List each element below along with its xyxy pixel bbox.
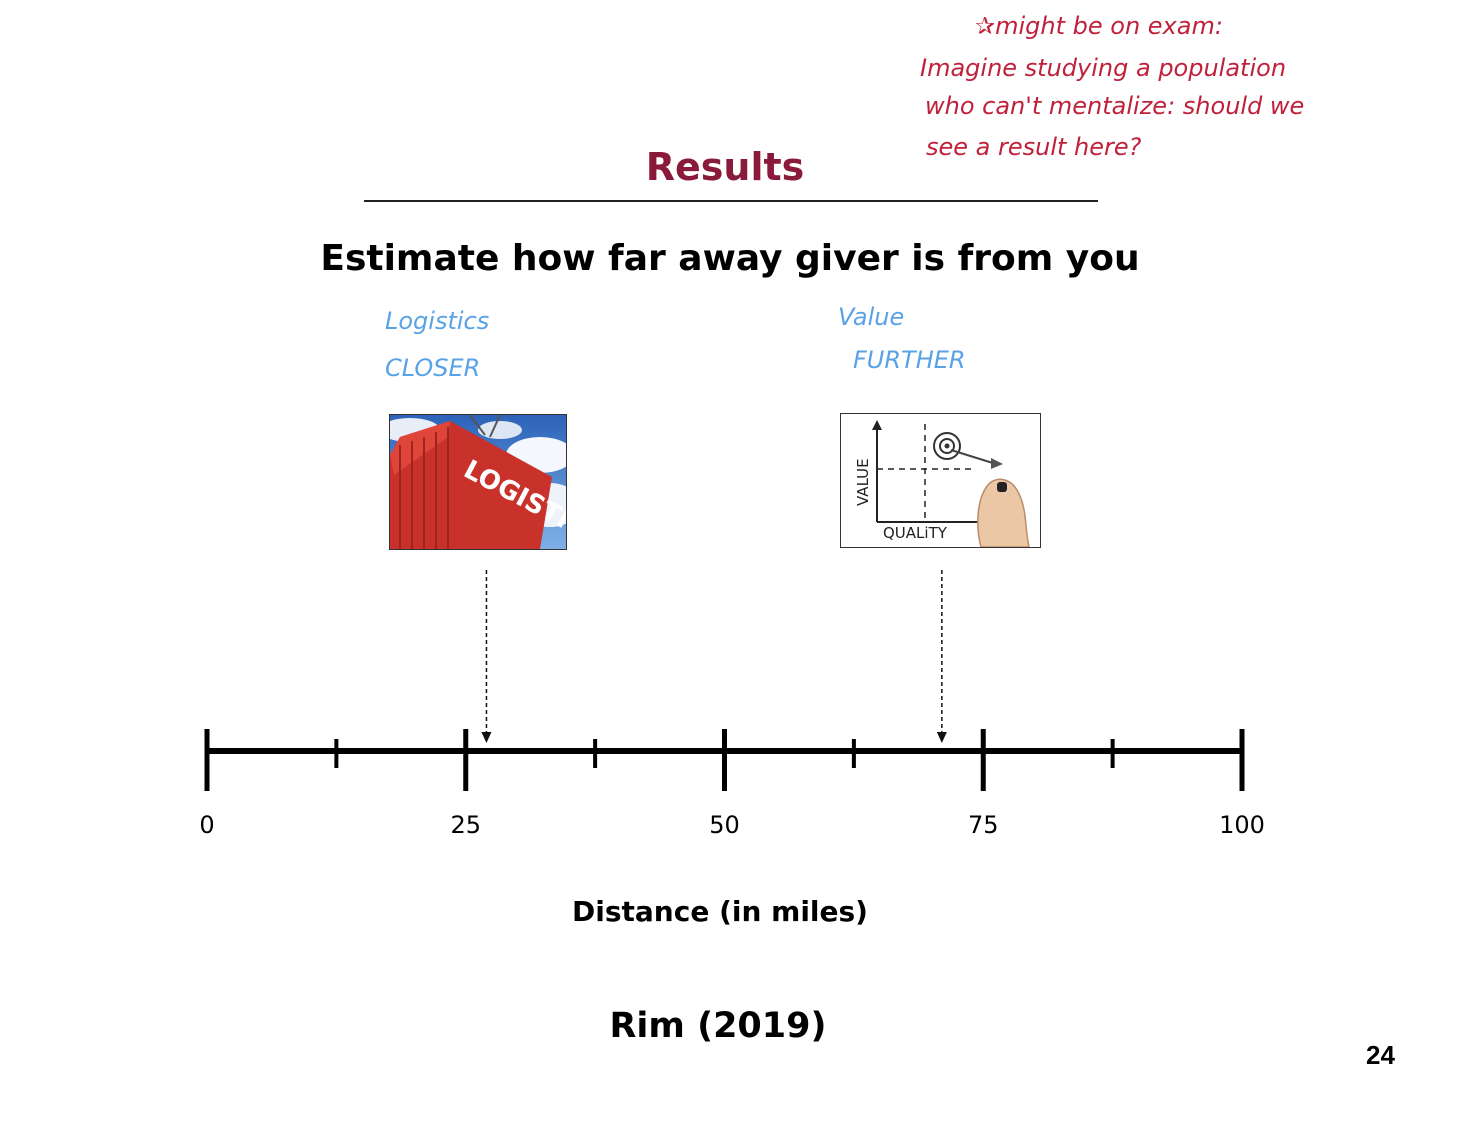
tick-label: 0: [199, 811, 215, 839]
value-quality-chart-image: VALUE QUALiTY: [841, 414, 1040, 547]
logistics-estimate-arrow-head: [481, 732, 492, 743]
shipping-container-image: LOGISTICS: [390, 415, 566, 549]
quality-axis-text: QUALiTY: [883, 524, 948, 542]
citation: Rim (2019): [609, 1006, 827, 1046]
axis-title: Distance (in miles): [572, 895, 868, 928]
value-picture: VALUE QUALiTY: [840, 413, 1041, 548]
page-number: 24: [1366, 1040, 1395, 1070]
logistics-picture: LOGISTICS: [389, 414, 567, 550]
value-estimate-arrow-head: [936, 732, 947, 743]
slide-title: Results: [645, 145, 805, 189]
tick-label: 50: [709, 811, 740, 839]
tick-label: 75: [967, 811, 999, 839]
tick-label: 25: [450, 811, 482, 839]
value-axis-text: VALUE: [854, 458, 872, 506]
logistics-direction-label: CLOSER: [385, 354, 481, 382]
handwritten-note-line-3: who can't mentalize: should we: [925, 92, 1305, 120]
value-direction-label: FURTHER: [853, 346, 966, 374]
handwritten-note-line-4: see a result here?: [926, 133, 1142, 161]
logistics-label: Logistics: [385, 307, 490, 335]
title-divider: [364, 200, 1098, 202]
value-label: Value: [838, 303, 905, 331]
handwritten-note-line-1: ✰might be on exam:: [975, 12, 1223, 40]
tick-label: 100: [1219, 811, 1265, 839]
handwritten-note-line-2: Imagine studying a population: [920, 54, 1287, 82]
question-heading: Estimate how far away giver is from you: [320, 238, 1140, 279]
